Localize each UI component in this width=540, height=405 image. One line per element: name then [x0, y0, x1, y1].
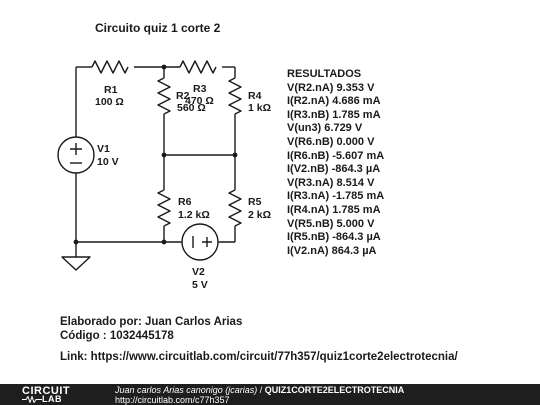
result-line: I(V2.nB) -864.3 µA — [287, 163, 381, 176]
voltage-source-v2 — [181, 223, 219, 261]
v1-plus-sign — [70, 143, 82, 155]
resistor-r3 — [179, 60, 217, 74]
circuitlab-logo-lab: LAB — [42, 394, 62, 404]
junction-dot — [161, 64, 167, 70]
result-line: V(R6.nB) 0.000 V — [287, 135, 375, 148]
result-line: I(R5.nB) -864.3 µA — [287, 231, 381, 244]
r2-value: 560 Ω — [177, 102, 206, 114]
resistor-r4 — [228, 77, 242, 115]
result-line: I(R3.nA) -1.785 mA — [287, 190, 385, 203]
r1-value: 100 Ω — [95, 96, 124, 108]
r3-value: 470 Ω — [185, 95, 214, 107]
author-code: Código : 1032445178 — [60, 330, 174, 342]
resistor-r6 — [157, 189, 171, 227]
v1-name: V1 — [97, 143, 110, 155]
voltage-source-v1 — [57, 136, 95, 174]
r4-value: 1 kΩ — [248, 102, 272, 114]
v2-value: 5 V — [192, 279, 208, 291]
r5-value: 2 kΩ — [248, 209, 272, 221]
result-line: V(R5.nB) 5.000 V — [287, 217, 375, 230]
junction-dot — [161, 239, 167, 245]
footer-url[interactable]: http://circuitlab.com/c77h357 — [115, 395, 230, 405]
footer-bar: CIRCUIT LAB Juan carlos Arias canonigo (… — [0, 384, 540, 405]
r6-value: 1.2 kΩ — [178, 209, 210, 221]
resistor-r1 — [91, 60, 129, 74]
r5-name: R5 — [248, 196, 262, 208]
footer-user[interactable]: Juan carlos Arias canonigo (jcarias) — [115, 385, 258, 395]
r1-name: R1 — [104, 84, 118, 96]
result-line: I(R4.nA) 1.785 mA — [287, 203, 381, 216]
result-line: I(V2.nA) 864.3 µA — [287, 244, 377, 257]
result-line: V(R3.nA) 8.514 V — [287, 176, 375, 189]
v1-value: 10 V — [97, 156, 119, 168]
circuit-schematic — [57, 60, 242, 271]
circuit-link[interactable]: Link: https://www.circuitlab.com/circuit… — [60, 351, 458, 363]
result-line: I(R3.nB) 1.785 mA — [287, 108, 381, 121]
v2-name: V2 — [192, 266, 205, 278]
result-line: V(R2.nA) 9.353 V — [287, 81, 375, 94]
junction-dot — [73, 239, 79, 245]
results-panel: RESULTADOS V(R2.nA) 9.353 V I(R2.nA) 4.6… — [287, 68, 384, 258]
r2-name: R2 — [176, 90, 190, 102]
v2-plus-sign — [202, 237, 212, 247]
footer-circuit-name[interactable]: QUIZ1CORTE2ELECTROTECNIA — [264, 385, 405, 395]
ground-symbol — [61, 256, 91, 271]
junction-dot — [161, 152, 167, 158]
r3-name: R3 — [193, 83, 207, 95]
circuitlab-logo[interactable]: CIRCUIT — [22, 385, 71, 397]
junction-dot — [232, 152, 238, 158]
footer-owner-line: Juan carlos Arias canonigo (jcarias) / Q… — [115, 385, 404, 395]
result-line: V(un3) 6.729 V — [287, 122, 363, 135]
resistor-r5 — [228, 189, 242, 227]
diagram-title: Circuito quiz 1 corte 2 — [95, 21, 221, 35]
resistor-r2 — [157, 77, 171, 115]
results-heading: RESULTADOS — [287, 68, 362, 80]
footer-separator: / — [257, 385, 265, 395]
r6-name: R6 — [178, 196, 192, 208]
r4-name: R4 — [248, 90, 262, 102]
result-line: I(R2.nA) 4.686 mA — [287, 95, 381, 108]
resistor-logo-icon — [22, 396, 42, 403]
author-name: Elaborado por: Juan Carlos Arias — [60, 316, 243, 328]
result-line: I(R6.nB) -5.607 mA — [287, 149, 385, 162]
